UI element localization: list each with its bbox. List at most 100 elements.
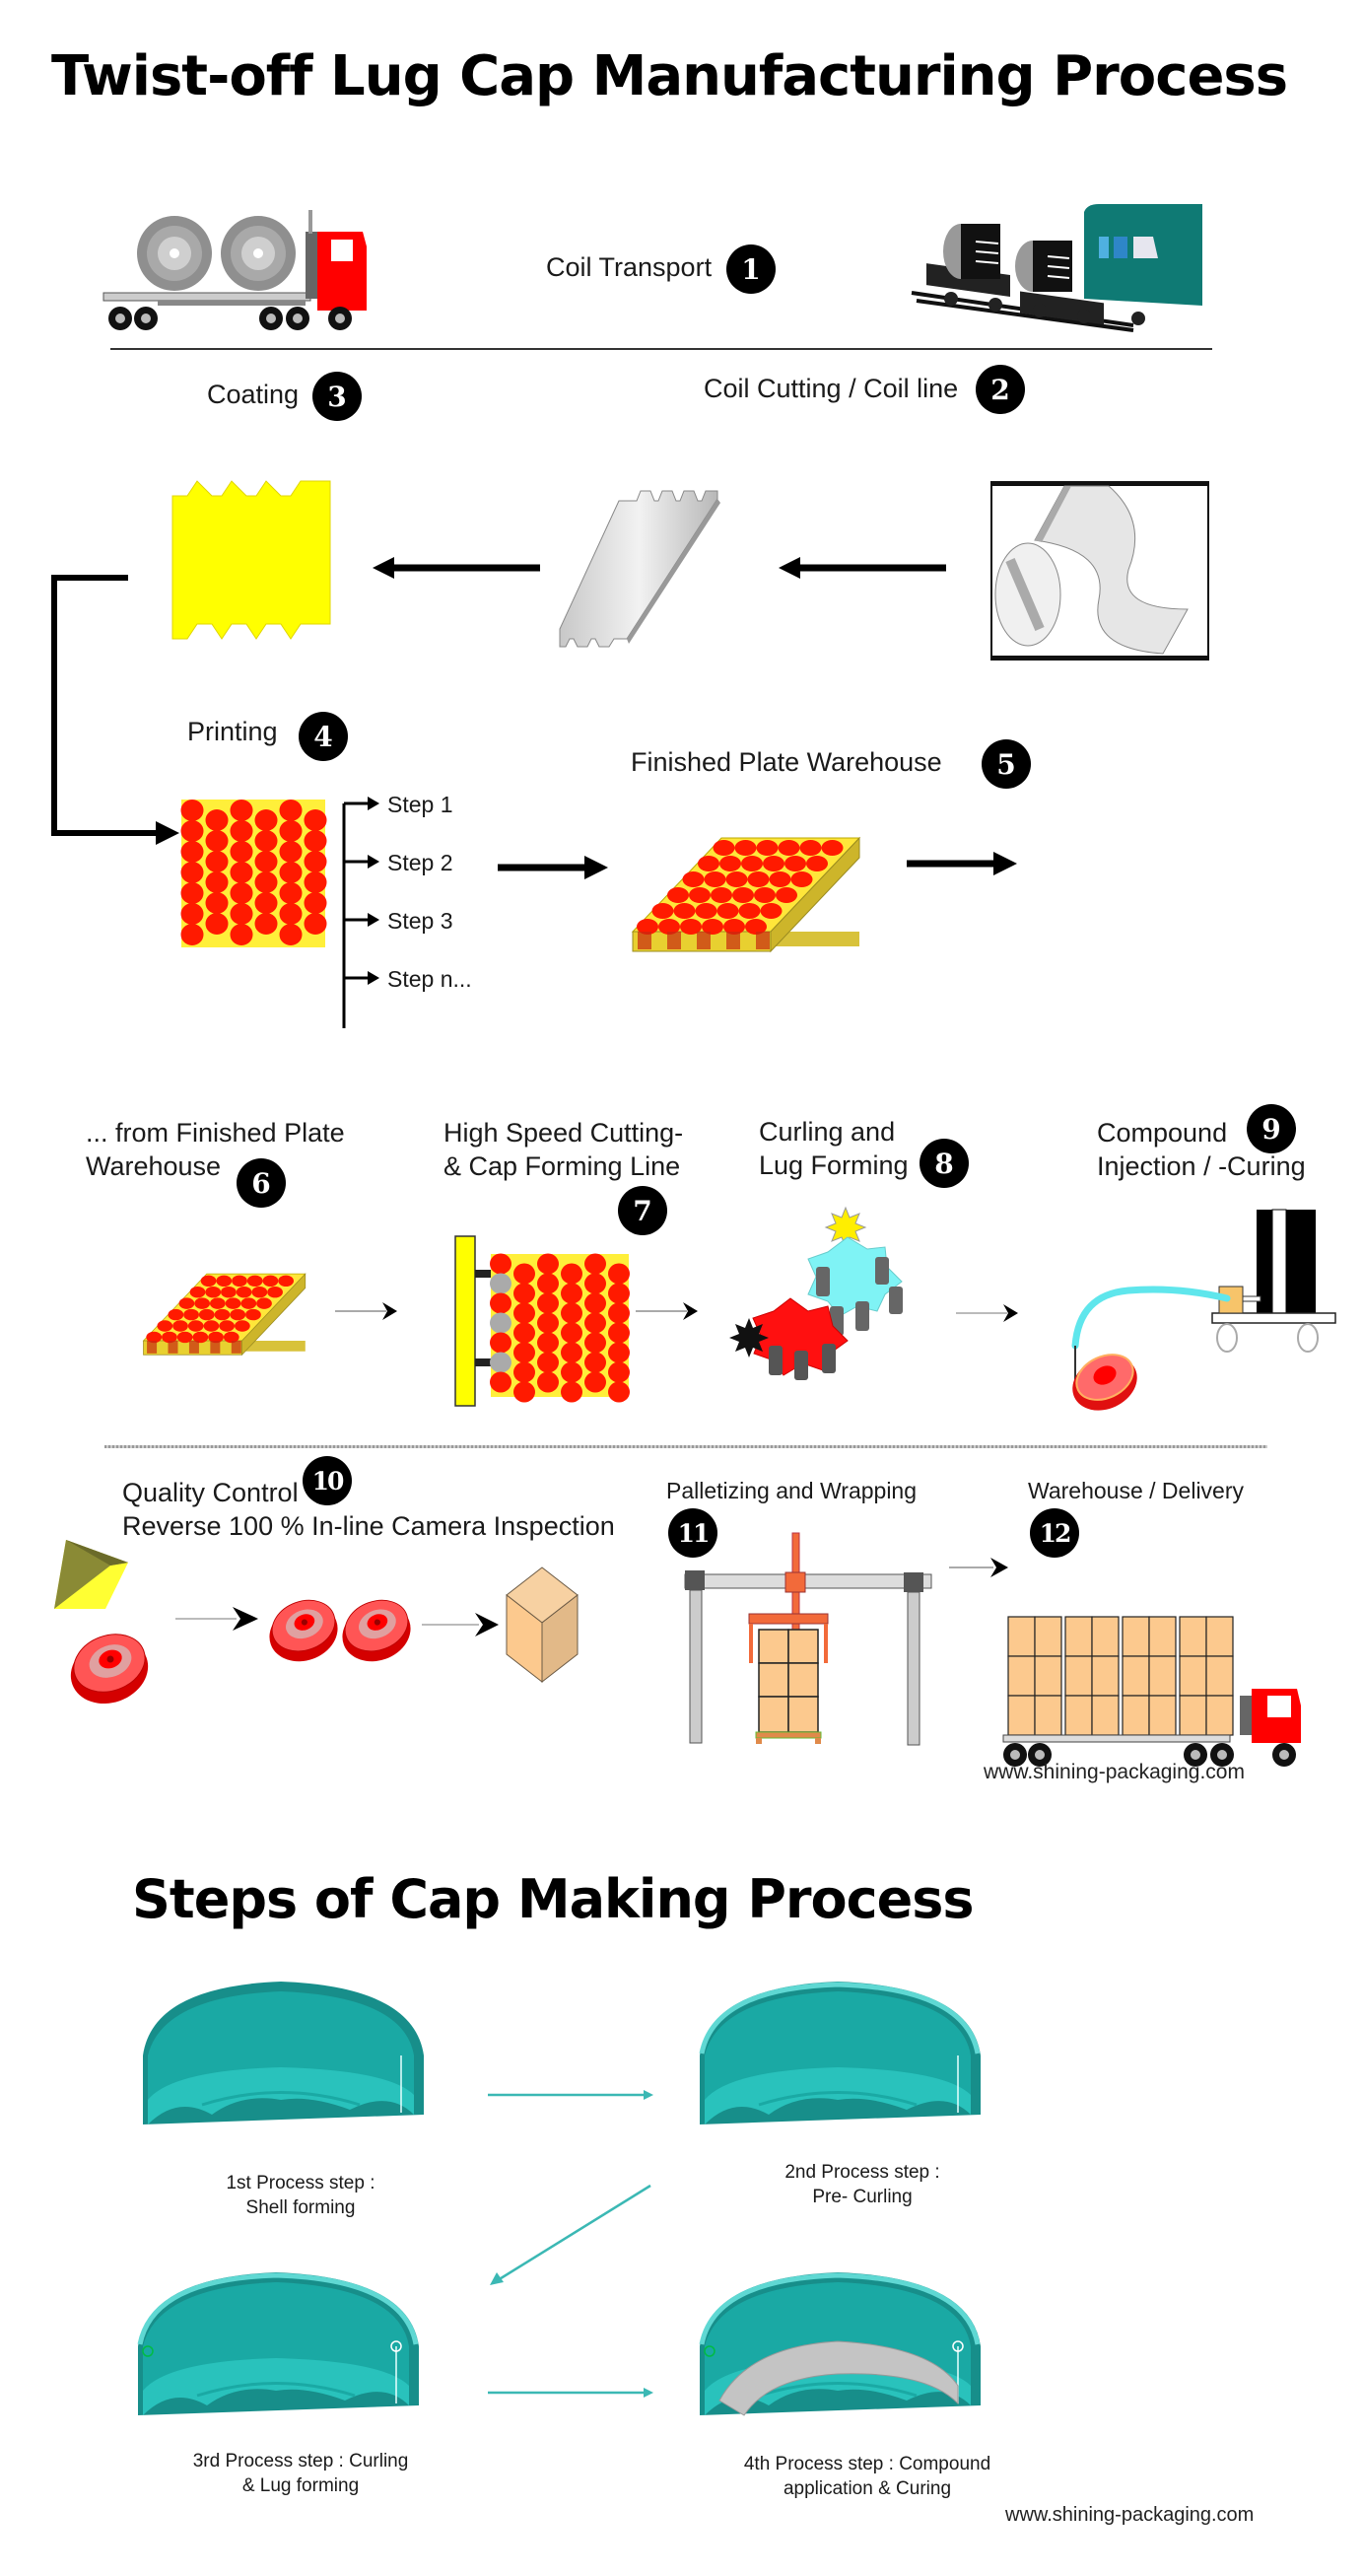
printing-substeps-bracket bbox=[342, 797, 379, 1028]
stack-dot bbox=[168, 1308, 184, 1321]
print-dot bbox=[254, 809, 278, 831]
stack-front-dot bbox=[667, 932, 681, 949]
press-dot bbox=[537, 1312, 559, 1334]
stack-dot bbox=[225, 1297, 241, 1309]
delivery-box bbox=[1007, 1695, 1036, 1736]
shell-floor bbox=[705, 2067, 971, 2124]
step-10-line-2: Reverse 100 % In-line Camera Inspection bbox=[122, 1510, 615, 1541]
shell-panel-ring bbox=[201, 2091, 361, 2107]
stack-dot bbox=[230, 1308, 246, 1321]
stack-dot bbox=[236, 1287, 252, 1298]
stack-dot bbox=[763, 856, 784, 871]
stack-dot bbox=[245, 1308, 261, 1321]
stack-dot bbox=[747, 871, 770, 887]
wheel-hub bbox=[1191, 1750, 1200, 1760]
stack-dot bbox=[682, 871, 705, 887]
step-label-cutting-forming: High Speed Cutting- & Cap Forming Line bbox=[443, 1117, 683, 1184]
cap-shell-step-2 bbox=[699, 1982, 981, 2124]
inspected-cap bbox=[70, 1634, 149, 1705]
step-label-quality-control: Quality Control Reverse 100 % In-line Ca… bbox=[122, 1477, 615, 1544]
step-label-finished-plate-warehouse: Finished Plate Warehouse bbox=[631, 747, 942, 777]
press-dot bbox=[537, 1332, 559, 1354]
printing-substep-1: Step 1 bbox=[387, 792, 453, 817]
press-dot bbox=[537, 1371, 559, 1393]
press-dot bbox=[561, 1283, 582, 1304]
delivery-box bbox=[1205, 1616, 1234, 1657]
stack-dot bbox=[806, 856, 828, 871]
print-dot bbox=[304, 892, 327, 914]
cap-shell-step-1 bbox=[143, 1982, 424, 2124]
cap-step-4-line-1: 4th Process step : Compound bbox=[743, 2454, 991, 2474]
delivery-box bbox=[1122, 1655, 1150, 1697]
press-sheet bbox=[491, 1254, 629, 1397]
stack-dot bbox=[732, 887, 754, 903]
print-dot bbox=[180, 841, 204, 863]
thin-arrow-2 bbox=[636, 1302, 698, 1320]
passed-cap-2 bbox=[342, 1599, 411, 1662]
print-dot bbox=[254, 871, 278, 893]
print-dot bbox=[205, 892, 229, 914]
press-dot bbox=[537, 1352, 559, 1373]
cap-step-2-line-1: 2nd Process step : bbox=[784, 2162, 940, 2183]
press-dot bbox=[537, 1273, 559, 1294]
delivery-box bbox=[1148, 1616, 1177, 1657]
press-dot bbox=[561, 1361, 582, 1383]
shell-lug bbox=[390, 2340, 402, 2352]
stack-dot bbox=[278, 1275, 294, 1287]
stack-dot bbox=[790, 871, 813, 887]
step-label-from-warehouse: ... from Finished Plate Warehouse bbox=[86, 1117, 345, 1184]
stack-dot bbox=[178, 1297, 195, 1309]
print-dot bbox=[304, 913, 327, 935]
shell-curl bbox=[137, 2272, 419, 2345]
stack-dot bbox=[235, 1320, 250, 1332]
step-badge-3: 3 bbox=[312, 372, 362, 421]
finished-plate-stack bbox=[631, 836, 861, 953]
stack-dot bbox=[698, 856, 719, 871]
stack-dot bbox=[203, 1320, 220, 1332]
delivery-box bbox=[1091, 1655, 1120, 1697]
press-dot bbox=[608, 1322, 630, 1344]
connector-coating-to-printing bbox=[51, 575, 179, 845]
press-dot bbox=[490, 1292, 511, 1314]
step-7-line-1: High Speed Cutting- bbox=[443, 1118, 684, 1148]
curling-turret-illustration bbox=[729, 1206, 903, 1380]
stack-dot bbox=[187, 1320, 204, 1332]
print-dot bbox=[304, 871, 327, 893]
punched-hole bbox=[490, 1273, 511, 1294]
print-dot bbox=[279, 924, 303, 945]
delivery-box bbox=[1148, 1655, 1177, 1697]
delivery-box bbox=[1091, 1616, 1120, 1657]
shell-floor bbox=[148, 2067, 414, 2124]
section-divider-top bbox=[110, 348, 1212, 350]
print-dot bbox=[205, 851, 229, 872]
thin-arrow-3 bbox=[956, 1304, 1018, 1322]
arrow-right-onward bbox=[907, 852, 1017, 875]
cap-shell-step-4 bbox=[699, 2272, 981, 2416]
print-dot bbox=[254, 830, 278, 852]
press-dot bbox=[608, 1302, 630, 1324]
teal-arrow-3-to-4 bbox=[488, 2388, 653, 2398]
delivery-box bbox=[1179, 1616, 1207, 1657]
cap-step-1-line-1: 1st Process step : bbox=[226, 2173, 375, 2193]
stack-front-dot bbox=[168, 1341, 178, 1354]
stack-dot bbox=[208, 1331, 224, 1344]
palletizer-gantry-illustration bbox=[684, 1532, 932, 1746]
cap-step-3-line-2: & Lug forming bbox=[241, 2474, 360, 2496]
step-9-line-1: Compound bbox=[1097, 1118, 1228, 1148]
stack-front-dot bbox=[188, 1341, 199, 1354]
step-label-compound: Compound Injection / -Curing bbox=[1097, 1117, 1306, 1184]
stack-front-dot bbox=[210, 1341, 221, 1354]
thin-arrow-6 bbox=[949, 1558, 1008, 1577]
print-dot bbox=[230, 820, 253, 842]
print-dot bbox=[205, 871, 229, 893]
stack-dot bbox=[162, 1331, 177, 1344]
step-label-curling-lug: Curling and Lug Forming bbox=[759, 1116, 909, 1183]
print-dot bbox=[254, 892, 278, 914]
press-dot bbox=[584, 1352, 606, 1373]
stack-dot bbox=[198, 1308, 215, 1321]
step-badge-7: 7 bbox=[618, 1186, 667, 1235]
teal-arrow-2-to-3 bbox=[490, 2184, 651, 2285]
step-8-line-2: Lug Forming bbox=[759, 1149, 909, 1180]
stack-dot bbox=[189, 1287, 206, 1298]
shell-lug bbox=[704, 2345, 716, 2357]
